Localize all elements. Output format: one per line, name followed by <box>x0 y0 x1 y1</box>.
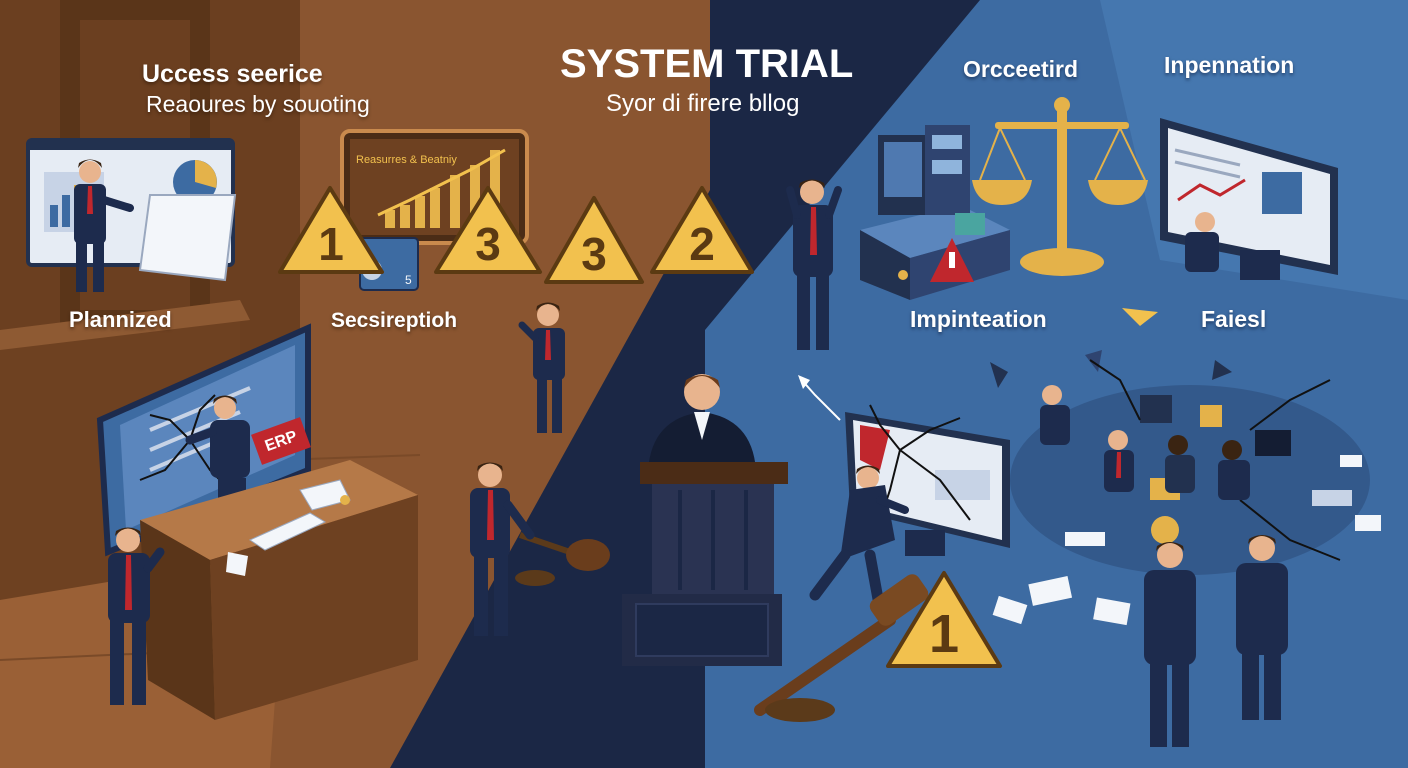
warning-triangle-4 <box>650 186 754 274</box>
warning-number-4: 2 <box>689 218 715 270</box>
page-subtitle: Syor di firere bllog <box>606 90 800 117</box>
foreground-figure-left <box>1144 542 1196 747</box>
warning-number-2: 3 <box>475 218 501 270</box>
stressed-figure <box>786 179 842 350</box>
standing-figure-middle <box>518 302 565 433</box>
right-heading-left: Orcceetird <box>963 56 1079 82</box>
warning-number-3: 3 <box>581 228 607 280</box>
label-planned: Plannized <box>69 307 172 332</box>
foreground-figure-right <box>1236 535 1288 720</box>
gavel-holding-figure <box>470 462 535 636</box>
chaos-figures <box>1040 385 1250 500</box>
presenter-figure <box>74 159 134 292</box>
left-subheading: Reaoures by souoting <box>146 91 370 117</box>
right-monitor <box>1160 118 1338 280</box>
wooden-desk <box>140 460 418 720</box>
warning-triangle-3 <box>544 196 644 284</box>
warning-triangle-2 <box>434 186 542 274</box>
label-failed: Faiesl <box>1201 306 1267 332</box>
warning-triangle-5 <box>886 571 1002 668</box>
scales-of-justice <box>972 97 1148 276</box>
page-title: SYSTEM TRIAL <box>560 42 854 86</box>
judge-figure <box>648 374 756 470</box>
right-heading-right: Inpennation <box>1164 52 1295 78</box>
warning-triangle-1 <box>278 186 384 274</box>
pointing-figure <box>108 527 165 705</box>
label-implementation: Impinteation <box>910 306 1047 332</box>
warning-number-5: 1 <box>929 604 959 664</box>
warning-number-1: 1 <box>318 218 344 270</box>
smashed-monitor <box>845 404 1010 556</box>
big-gavel <box>754 574 929 722</box>
small-card-text: 5 <box>405 273 412 287</box>
label-description: Secsireptioh <box>331 309 458 332</box>
chart-card-title: Reasurres & Beatniy <box>356 154 457 166</box>
podium <box>622 462 788 666</box>
left-heading: Uccess seerice <box>142 60 323 88</box>
